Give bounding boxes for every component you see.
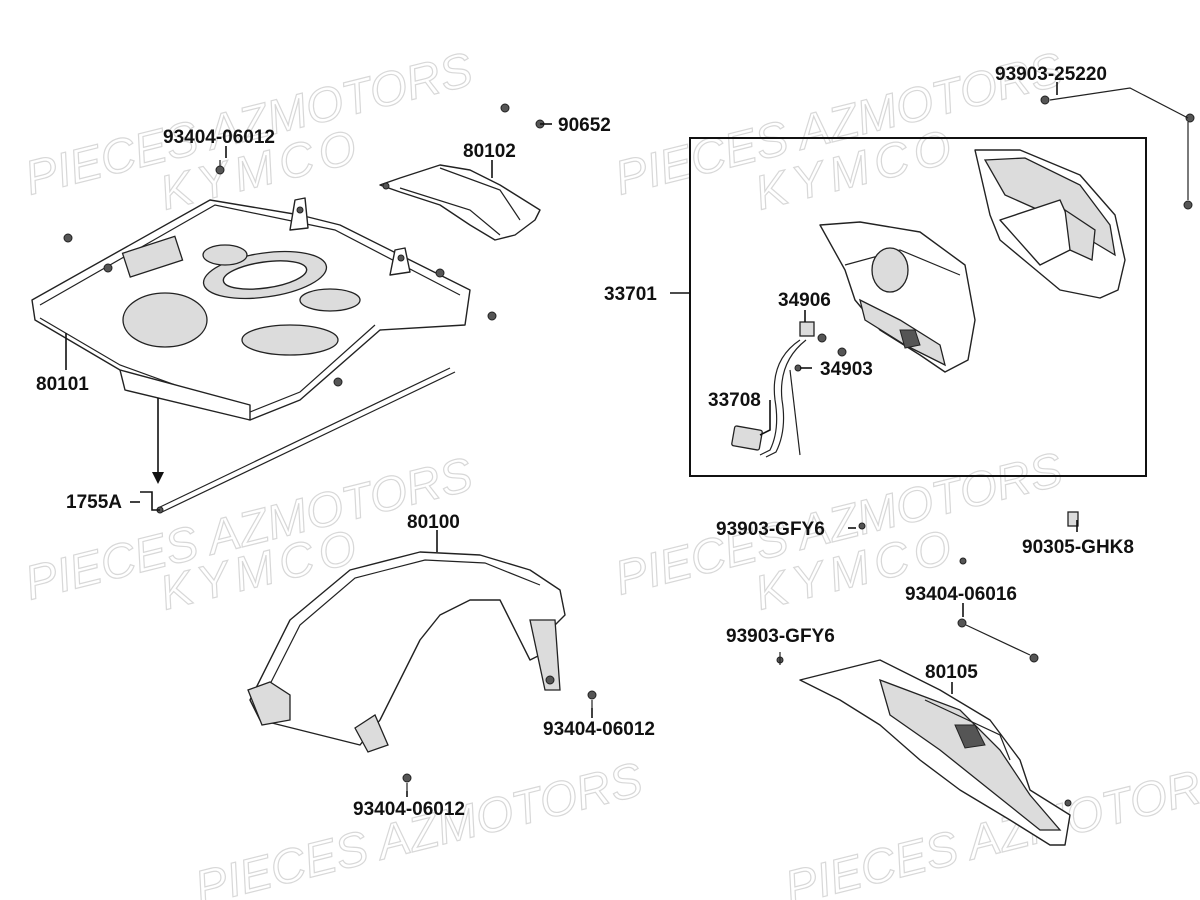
label-90305-GHK8: 90305-GHK8 [1022,537,1134,558]
bolt-93404-top[interactable] [215,160,225,175]
label-34903: 34903 [820,359,873,380]
nut-90305-GHK8[interactable] [1067,511,1079,527]
part-34906-socket[interactable] [799,321,827,343]
label-93903-25220: 93903-25220 [995,64,1107,85]
label-80105: 80105 [925,662,978,683]
label-80102: 80102 [463,141,516,162]
part-34903-bulb[interactable] [794,347,847,372]
label-93404-06012-top: 93404-06012 [163,127,275,148]
label-90652: 90652 [558,115,611,136]
screw-93404-06016[interactable] [957,557,1072,807]
bolt-tray-bottom[interactable] [333,377,343,387]
bolt-tray-right[interactable] [487,311,497,321]
bolt-tray-left[interactable] [63,233,73,243]
part-33701-taillight-housing[interactable] [819,221,976,373]
assembly-box-33701 [689,137,1147,477]
part-80105-bracket[interactable] [799,659,1071,846]
label-93404-06012-bottom: 93404-06012 [353,799,465,820]
label-33708: 33708 [708,390,761,411]
label-33701: 33701 [604,284,657,305]
label-80101: 80101 [36,374,89,395]
label-80100: 80100 [407,512,460,533]
part-tail-lens[interactable] [974,149,1126,299]
label-93404-06016: 93404-06016 [905,584,1017,605]
clip-90652[interactable] [500,103,545,129]
label-93404-06012-mid: 93404-06012 [543,719,655,740]
part-80101-tray[interactable] [31,197,471,421]
label-93903-GFY6-top: 93903-GFY6 [716,519,825,540]
screw-93903-GFY6-bottom[interactable] [776,652,784,665]
screw-93903-GFY6-top[interactable] [858,522,866,530]
screw-93903-25220[interactable] [1040,87,1195,210]
bolt-93404-mid[interactable] [587,690,597,708]
label-34906: 34906 [778,290,831,311]
part-33708-harness[interactable] [731,339,807,458]
bolt-93404-bottom[interactable] [402,773,412,791]
label-1755A: 1755A [66,492,122,513]
leader-lines [65,82,1078,797]
part-80100-fender[interactable] [247,551,566,753]
arrow-head-1755A [152,472,164,484]
part-80102-cover[interactable] [379,164,541,241]
watermark-text-9: PIECES AZMOTORS [190,753,648,900]
label-93903-GFY6-bottom: 93903-GFY6 [726,626,835,647]
